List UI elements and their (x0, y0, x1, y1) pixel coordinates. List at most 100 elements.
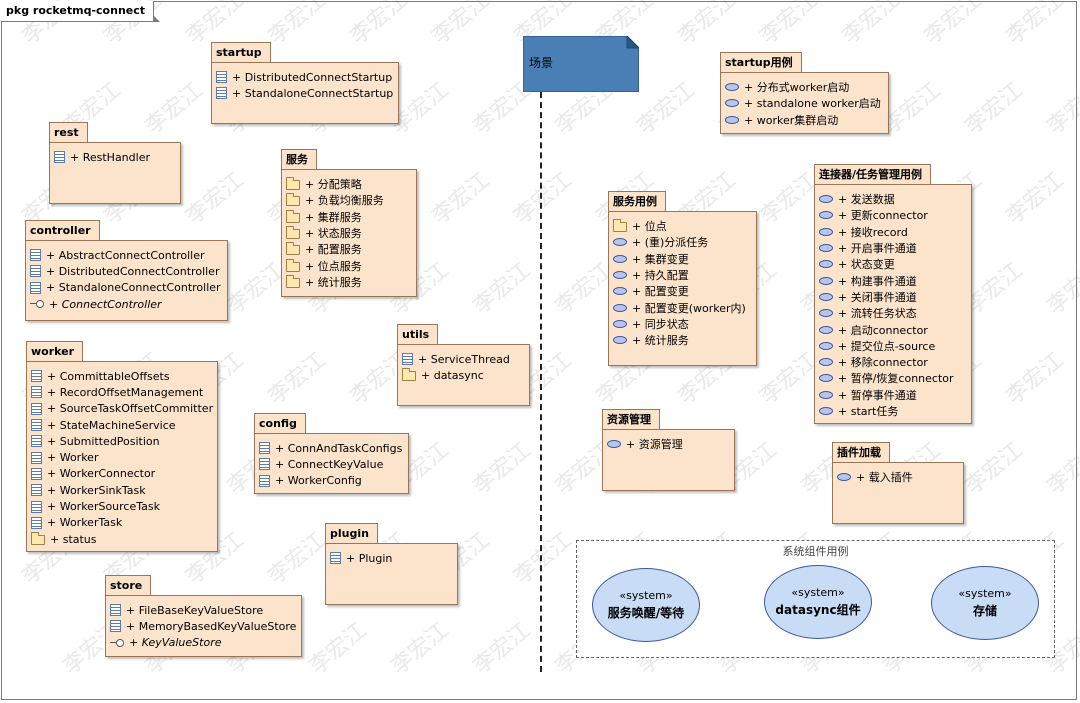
scene-note[interactable]: 场景 (522, 34, 641, 93)
package-item[interactable]: + ConnectKeyValue (259, 456, 404, 472)
package-item-label: + 暂停事件通道 (838, 388, 917, 402)
package-item[interactable]: + 统计服务 (613, 332, 752, 348)
package-item[interactable]: + WorkerConfig (259, 473, 404, 489)
package-item[interactable]: + FileBaseKeyValueStore (110, 602, 297, 618)
package-item[interactable]: + RecordOffsetManagement (31, 384, 213, 400)
package-item[interactable]: + ConnAndTaskConfigs (259, 440, 404, 456)
system-components-box[interactable]: 系统组件用例 «system» 服务唤醒/等待 «system» datasyn… (576, 540, 1055, 658)
package-item[interactable]: + 集群变更 (613, 251, 752, 267)
package-item[interactable]: + 配置变更(worker内) (613, 299, 752, 315)
package-item[interactable]: + AbstractConnectController (30, 247, 223, 263)
package-item[interactable]: + status (31, 531, 213, 547)
package-item[interactable]: + RestHandler (54, 149, 176, 165)
package-resource-mgmt[interactable]: + 资源管理资源管理 (602, 409, 735, 491)
package-plugin-loading[interactable]: + 载入插件插件加载 (832, 442, 964, 524)
package-item-label: + datasync (421, 368, 484, 382)
package-item-label: + 配置变更 (632, 285, 689, 299)
usecase-storage[interactable]: «system» 存储 (931, 566, 1039, 640)
package-item[interactable]: + 发送数据 (819, 191, 967, 207)
package-store[interactable]: + FileBaseKeyValueStore+ MemoryBasedKeyV… (105, 575, 302, 657)
package-item[interactable]: + 移除connector (819, 354, 967, 370)
package-item[interactable]: + 启动connector (819, 321, 967, 337)
package-item[interactable]: + 暂停事件通道 (819, 387, 967, 403)
package-item[interactable]: + standalone worker启动 (725, 95, 884, 111)
package-item-label: + CommittableOffsets (47, 369, 170, 383)
package-body: + CommittableOffsets+ RecordOffsetManage… (26, 361, 218, 552)
package-item[interactable]: + (重)分派任务 (613, 234, 752, 250)
package-item[interactable]: + 位点服务 (286, 257, 412, 273)
package-item[interactable]: + WorkerTask (31, 515, 213, 531)
package-item[interactable]: + StandaloneConnectStartup (216, 85, 394, 101)
package-item[interactable]: + 开启事件通道 (819, 240, 967, 256)
package-item[interactable]: + WorkerSourceTask (31, 498, 213, 514)
package-service-usecases[interactable]: + 位点+ (重)分派任务+ 集群变更+ 持久配置 + 配置变更+ 配置变更(wo… (608, 191, 757, 366)
package-startup[interactable]: + DistributedConnectStartup+ StandaloneC… (211, 42, 399, 124)
package-item[interactable]: + 关闭事件通道 (819, 289, 967, 305)
package-item[interactable]: + SourceTaskOffsetCommitter (31, 401, 213, 417)
package-item-label: + 位点服务 (305, 259, 362, 273)
usecase-icon (613, 336, 627, 345)
package-item[interactable]: + 构建事件通道 (819, 272, 967, 288)
package-item[interactable]: + 持久配置 (613, 267, 752, 283)
package-item[interactable]: + 负载均衡服务 (286, 192, 412, 208)
package-services[interactable]: + 分配策略+ 负载均衡服务+ 集群服务 + 状态服务+ 配置服务 + 位点服务+ … (281, 149, 417, 297)
package-item[interactable]: + 资源管理 (607, 436, 730, 452)
usecase-service-wakeup[interactable]: «system» 服务唤醒/等待 (592, 568, 700, 642)
folder-icon (402, 368, 416, 382)
package-item[interactable]: + CommittableOffsets (31, 368, 213, 384)
package-item[interactable]: + MemoryBasedKeyValueStore (110, 618, 297, 634)
package-item[interactable]: + 状态服务 (286, 225, 412, 241)
package-startup-usecases[interactable]: + 分布式worker启动+ standalone worker启动+ work… (720, 52, 889, 134)
package-item[interactable]: + 同步状态 (613, 316, 752, 332)
package-item[interactable]: + 统计服务 (286, 274, 412, 290)
package-item[interactable]: + 位点 (613, 218, 752, 234)
package-item[interactable]: + 提交位点-source (819, 338, 967, 354)
package-item[interactable]: + 载入插件 (837, 469, 959, 485)
package-item[interactable]: + ServiceThread (402, 351, 525, 367)
package-config[interactable]: + ConnAndTaskConfigs+ ConnectKeyValue+ W… (254, 413, 409, 494)
package-item[interactable]: + 更新connector (819, 207, 967, 223)
class-icon (31, 500, 42, 513)
package-plugin[interactable]: + Plugin plugin (325, 523, 458, 605)
package-item[interactable]: + WorkerConnector (31, 466, 213, 482)
package-title: plugin (325, 523, 378, 544)
package-item[interactable]: + Plugin (330, 550, 453, 566)
class-icon (31, 370, 42, 383)
package-item[interactable]: + 集群服务 (286, 209, 412, 225)
package-item[interactable]: + Worker (31, 449, 213, 465)
package-controller[interactable]: + AbstractConnectController+ Distributed… (25, 220, 228, 321)
package-item[interactable]: + 配置变更 (613, 283, 752, 299)
package-connector-usecases[interactable]: + 发送数据+ 更新connector+ 接收record+ 开启事件通道+ 状… (814, 164, 972, 424)
package-item[interactable]: + 状态变更 (819, 256, 967, 272)
package-item[interactable]: + 接收record (819, 224, 967, 240)
package-item[interactable]: + worker集群启动 (725, 112, 884, 128)
package-item[interactable]: + 暂停/恢复connector (819, 370, 967, 386)
package-item[interactable]: + start任务 (819, 403, 967, 419)
usecase-datasync[interactable]: «system» datasync组件 (764, 565, 872, 639)
package-item[interactable]: + 分配策略 (286, 176, 412, 192)
package-item[interactable]: + DistributedConnectStartup (216, 69, 394, 85)
package-item-label: + AbstractConnectController (46, 248, 205, 262)
usecase-icon (819, 309, 833, 318)
package-item[interactable]: + KeyValueStore (110, 635, 297, 651)
package-item[interactable]: + StateMachineService (31, 417, 213, 433)
class-icon (216, 71, 227, 84)
package-title: controller (25, 220, 100, 241)
package-item[interactable]: + datasync (402, 367, 525, 383)
package-item[interactable]: + 分布式worker启动 (725, 79, 884, 95)
package-item[interactable]: + StandaloneConnectController (30, 280, 223, 296)
package-item[interactable]: + 配置服务 (286, 241, 412, 257)
package-item[interactable]: + DistributedConnectController (30, 263, 223, 279)
package-item[interactable]: + ConnectController (30, 296, 223, 312)
interface-icon (30, 300, 44, 309)
package-item-label: + 状态服务 (305, 227, 362, 241)
package-title: store (105, 575, 152, 596)
package-worker[interactable]: + CommittableOffsets+ RecordOffsetManage… (26, 341, 218, 552)
package-item[interactable]: + SubmittedPosition (31, 433, 213, 449)
package-body: + 分布式worker启动+ standalone worker启动+ work… (720, 72, 889, 134)
package-item[interactable]: + WorkerSinkTask (31, 482, 213, 498)
package-item[interactable]: + 流转任务状态 (819, 305, 967, 321)
